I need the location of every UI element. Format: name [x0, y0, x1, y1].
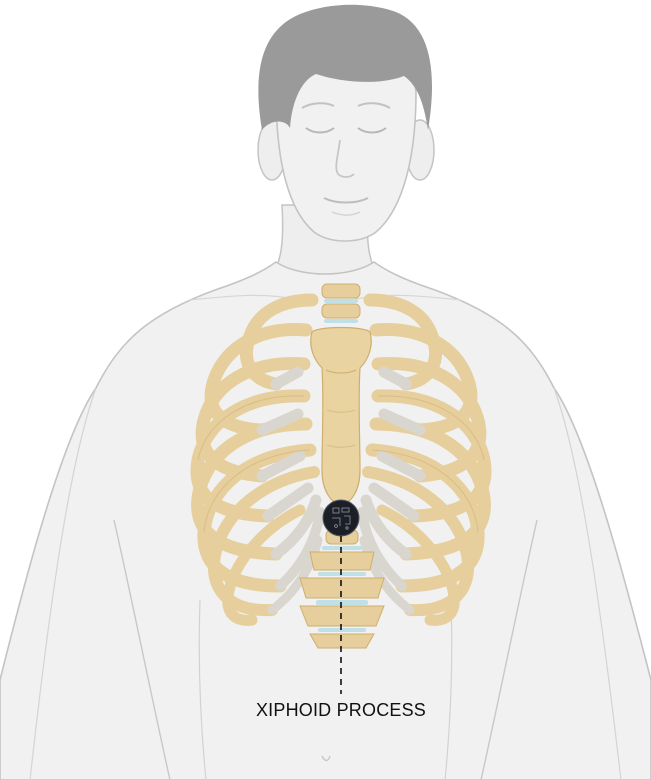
upper-spine [322, 284, 360, 323]
xiphoid-process-label: XIPHOID PROCESS [246, 700, 436, 721]
wearable-sensor-icon [323, 500, 359, 536]
